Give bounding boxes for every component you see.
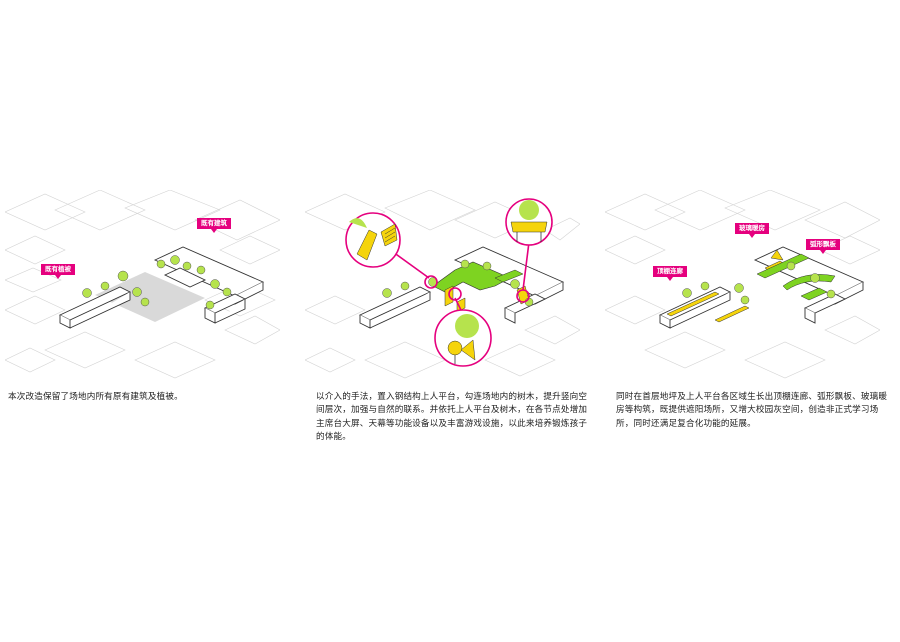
canopy-corridor-left [666,291,720,317]
green-platform-branch [494,269,524,283]
tree-icon [210,279,220,289]
callout-tree-content [447,314,479,364]
tree-icon [82,288,92,298]
tree-icon [524,297,534,307]
callout-canopy-content [510,200,548,242]
tree-icon [170,255,180,265]
curved-canopy-board [782,274,836,291]
diagram-canopy-structures [605,190,880,385]
tree-icon [786,261,796,271]
tree-icon [205,300,215,310]
school-buildings [358,246,565,329]
tree-icon [734,283,744,293]
tag-glass-greenhouse: 玻璃暖房 [735,223,769,238]
callout-slide-content [349,218,398,261]
context-buildings [605,190,880,379]
tree-icon [740,295,750,305]
axonometric-existing [5,190,280,379]
tree-icon [400,281,410,291]
glass-greenhouse [770,249,784,261]
axonometric-canopies [605,190,880,379]
canopy-corridors [666,260,784,323]
tag-existing-vegetation: 既有植被 [41,264,75,279]
diagram-intervention-platform [305,190,580,385]
existing-trees [82,255,232,310]
axonometric-platform [305,190,580,379]
tag-existing-buildings: 既有建筑 [197,218,231,233]
tree-icon [382,288,392,298]
glass-greenhouse-roof [756,253,810,279]
tree-icon [826,289,836,299]
tree-icon [460,259,470,269]
tree-icon [132,287,142,297]
tree-icon [100,281,110,291]
tree-icon [182,261,192,271]
tree-icon [810,273,820,283]
tag-curved-canopy: 弧形飘板 [806,239,840,254]
green-roof-block [800,287,828,301]
tree-icon [117,270,129,282]
diagram-existing-site [5,190,280,385]
trees [682,261,836,305]
tree-icon [140,297,150,307]
tree-icon [222,287,232,297]
caption-canopies: 同时在首层地坪及上人平台各区域生长出顶棚连廊、弧形飘板、玻璃暖房等构筑，既提供遮… [616,392,888,429]
caption-existing-site: 本次改造保留了场地内所有原有建筑及植被。 [8,392,183,402]
tree-icon [510,279,520,289]
tree-icon [482,261,492,271]
tree-icon [196,265,206,275]
tree-icon [156,259,166,269]
caption-intervention: 以介入的手法，置入钢结构上人平台，勾连场地内的树木，提升竖向空间层次，加强与自然… [316,392,588,443]
tag-canopy-corridor: 顶棚连廊 [653,266,687,281]
school-buildings [658,246,865,329]
existing-ground-area [95,272,205,322]
tree-icon [682,288,692,298]
tree-icon [700,281,710,291]
canopy-corridor-front [714,305,750,323]
existing-school-buildings [58,246,265,329]
